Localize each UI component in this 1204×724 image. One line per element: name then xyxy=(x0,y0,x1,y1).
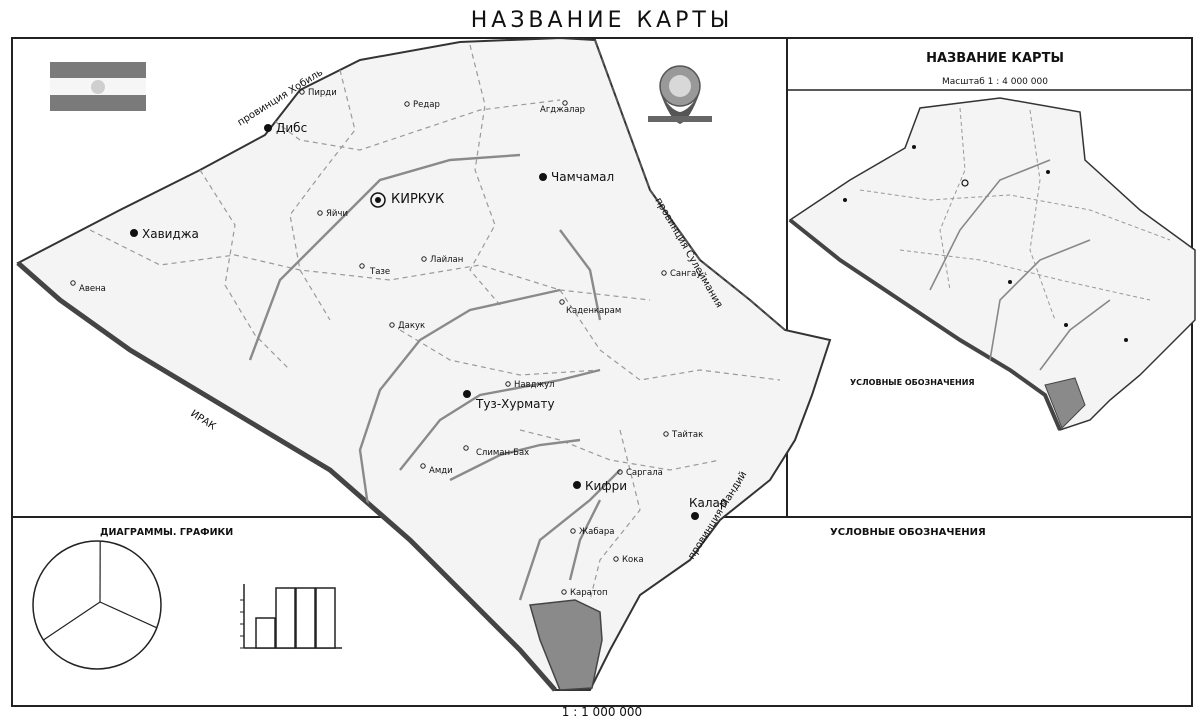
village-amdi: Амди xyxy=(420,463,453,476)
village-sargala: Саргала xyxy=(617,468,663,478)
village-sangau: Сангау xyxy=(661,269,701,279)
flag-icon xyxy=(50,62,146,111)
svg-text:Амди: Амди xyxy=(429,466,453,476)
village-navjul: Навджул xyxy=(505,380,555,390)
svg-text:Яйчи: Яйчи xyxy=(326,209,348,219)
village-karatop: Каратоп xyxy=(561,588,608,598)
inset-title: НАЗВАНИЕ КАРТЫ xyxy=(926,51,1064,66)
village-markers: Пирди Редар Агджалар Яйчи Тазе Лайлан Ав… xyxy=(70,88,703,598)
inset-legend-title: УСЛОВНЫЕ ОБОЗНАЧЕНИЯ xyxy=(850,378,975,387)
main-territory xyxy=(16,36,832,692)
city-label: Калар xyxy=(689,496,728,510)
city-tuz-khurmatu: Туз-Хурмату xyxy=(463,390,555,411)
legend-title: УСЛОВНЫЕ ОБОЗНАЧЕНИЯ xyxy=(830,527,986,538)
svg-text:Тазе: Тазе xyxy=(369,267,390,277)
village-dakuk: Дакук xyxy=(389,321,425,331)
svg-text:Дакук: Дакук xyxy=(398,321,425,331)
village-zhabara: Жабара xyxy=(570,527,614,537)
village-koka: Кока xyxy=(613,555,644,565)
outer-frame xyxy=(11,37,1193,707)
city-hawija: Хавиджа xyxy=(130,227,199,241)
charts-title: ДИАГРАММЫ. ГРАФИКИ xyxy=(100,527,233,538)
village-lailan: Лайлан xyxy=(421,255,463,265)
pie-slice-divider xyxy=(99,601,158,629)
svg-text:Кока: Кока xyxy=(622,555,644,565)
bar xyxy=(255,617,276,649)
pie-outline xyxy=(32,540,162,670)
bar xyxy=(295,587,316,649)
svg-text:Авена: Авена xyxy=(79,284,106,294)
village-taitak: Тайтак xyxy=(663,430,703,440)
city-kirkuk: КИРКУК xyxy=(370,192,444,208)
village-yaichi: Яйчи xyxy=(317,209,348,219)
svg-text:Сангау: Сангау xyxy=(670,269,701,279)
village-taze: Тазе xyxy=(359,263,390,277)
svg-text:Каратоп: Каратоп xyxy=(570,588,608,598)
svg-text:Пирди: Пирди xyxy=(308,88,337,98)
svg-text:Лайлан: Лайлан xyxy=(430,255,463,265)
pie-slice-divider xyxy=(43,601,101,641)
city-label: Чамчамал xyxy=(551,170,614,184)
pie-chart xyxy=(32,540,162,670)
inset-map xyxy=(788,97,1196,431)
village-agjalar: Агджалар xyxy=(540,100,585,115)
bar xyxy=(315,587,336,649)
city-chamchamal: Чамчамал xyxy=(539,170,614,184)
bar-chart xyxy=(240,584,342,649)
village-avena: Авена xyxy=(70,280,106,294)
village-pirdi: Пирди xyxy=(299,88,337,98)
city-kalar: Калар xyxy=(689,496,728,520)
svg-text:Саргала: Саргала xyxy=(626,468,663,478)
village-sliman-bakh: Слиман-Бах xyxy=(463,445,529,458)
city-label: Кифри xyxy=(585,479,627,493)
svg-text:Навджул: Навджул xyxy=(514,380,555,390)
shaded-area xyxy=(529,599,603,691)
city-label: Дибс xyxy=(276,121,307,135)
svg-text:Редар: Редар xyxy=(413,100,440,110)
border-label-iraq: ИРАК xyxy=(188,408,217,432)
city-label: Туз-Хурмату xyxy=(475,397,555,411)
city-label: Хавиджа xyxy=(142,227,199,241)
map-scale: 1 : 1 000 000 xyxy=(561,705,643,719)
svg-text:Каденкарам: Каденкарам xyxy=(566,306,621,316)
city-label: КИРКУК xyxy=(391,192,444,207)
map-title: НАЗВАНИЕ КАРТЫ xyxy=(470,8,734,33)
district-boundaries xyxy=(89,44,781,601)
inset-scale: Масштаб 1 : 4 000 000 xyxy=(942,77,1048,87)
svg-text:Агджалар: Агджалар xyxy=(540,105,585,115)
city-kifri: Кифри xyxy=(573,479,627,493)
svg-text:Тайтак: Тайтак xyxy=(671,430,703,440)
bar xyxy=(275,587,296,649)
emblem-icon xyxy=(648,65,712,124)
village-kadenkaram: Каденкарам xyxy=(559,299,621,316)
svg-text:Жабара: Жабара xyxy=(579,527,614,537)
city-dibs: Дибс xyxy=(264,121,307,135)
village-redar: Редар xyxy=(404,100,440,110)
svg-text:Слиман-Бах: Слиман-Бах xyxy=(476,448,529,458)
